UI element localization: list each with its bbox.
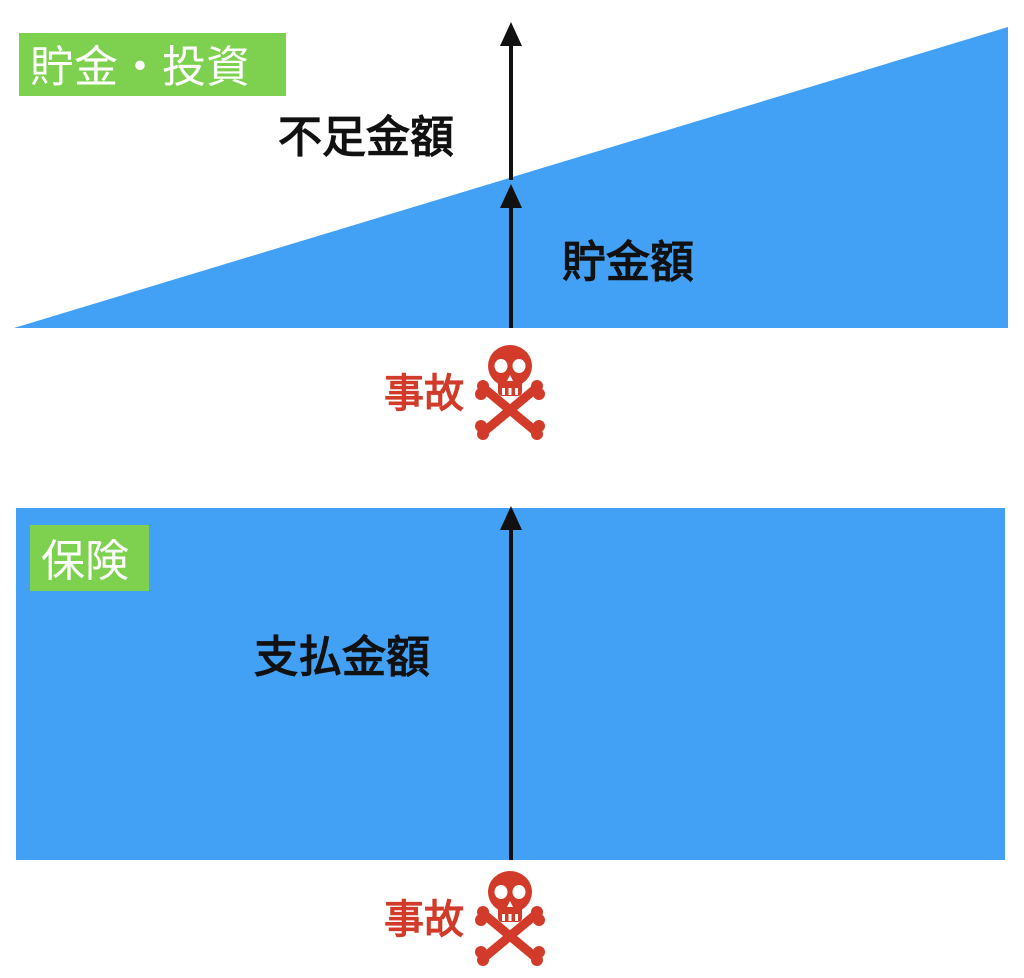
payout-arrow-head — [500, 506, 522, 530]
savings-accident-label: 事故 — [384, 371, 464, 417]
insurance-tag-background — [30, 525, 149, 591]
savings-amount-label: 貯金額 — [562, 237, 694, 288]
savings-arrow-head — [500, 184, 522, 208]
skull-crossbones-icon — [475, 871, 545, 966]
payout-amount-label: 支払金額 — [254, 632, 430, 683]
shortfall-arrow-head — [500, 22, 522, 46]
shortfall-label: 不足金額 — [278, 112, 454, 163]
insurance-tag: 保険 — [41, 536, 129, 587]
savings-tag: 貯金・投資 — [30, 42, 250, 93]
insurance-accident-label: 事故 — [384, 897, 464, 943]
skull-crossbones-icon — [475, 345, 545, 440]
savings-tag-background — [19, 33, 286, 96]
